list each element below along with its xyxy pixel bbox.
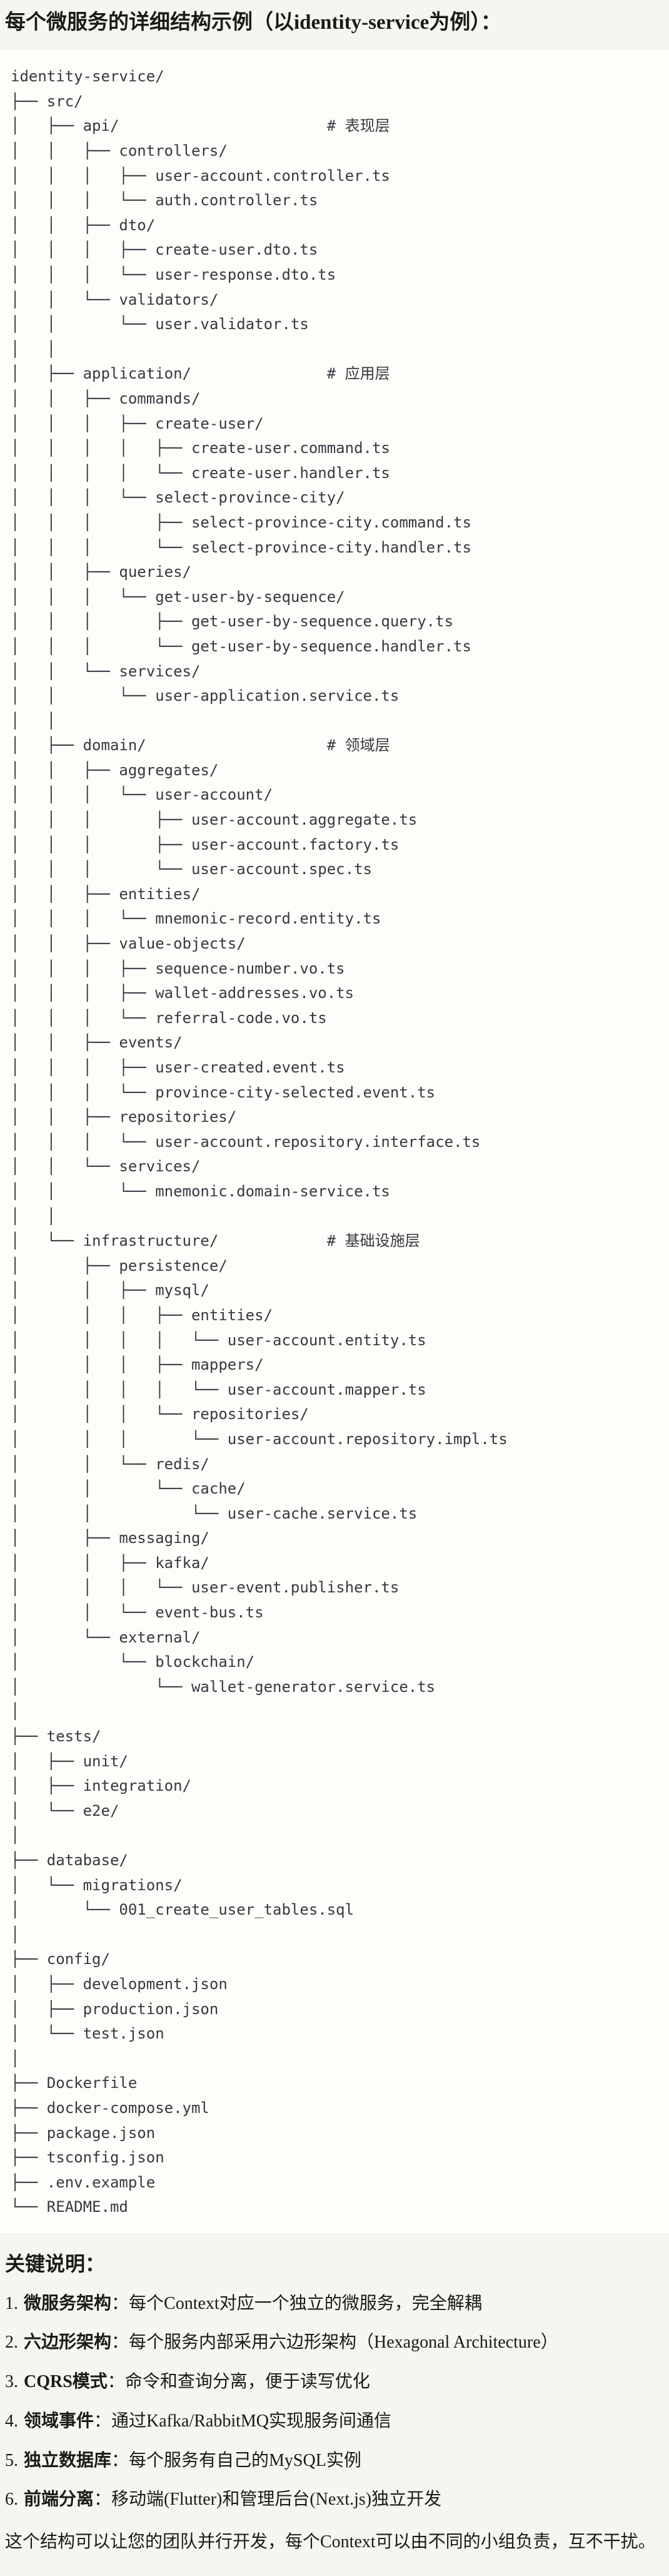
note-colon: ： xyxy=(111,2450,129,2470)
note-item: 5. 独立数据库：每个服务有自己的MySQL实例 xyxy=(5,2447,664,2475)
note-number: 2. xyxy=(5,2333,18,2353)
note-term: 独立数据库 xyxy=(24,2450,112,2470)
page-title: 每个微服务的详细结构示例（以identity-service为例）： xyxy=(5,11,501,34)
directory-tree: identity-service/ ├── src/ │ ├── api/ # … xyxy=(11,68,508,2216)
note-desc: 命令和查询分离，便于读写优化 xyxy=(124,2372,370,2392)
note-desc: 通过Kafka/RabbitMQ实现服务间通信 xyxy=(111,2411,391,2431)
notes-heading: 关键说明： xyxy=(5,2252,106,2275)
note-item: 3. CQRS模式：命令和查询分离，便于读写优化 xyxy=(5,2368,664,2396)
note-number: 3. xyxy=(5,2372,18,2392)
note-item: 6. 前端分离：移动端(Flutter)和管理后台(Next.js)独立开发 xyxy=(5,2486,664,2514)
note-colon: ： xyxy=(111,2293,129,2313)
note-term: CQRS模式 xyxy=(24,2372,108,2392)
note-colon: ： xyxy=(111,2333,129,2353)
note-number: 1. xyxy=(5,2293,18,2313)
note-colon: ： xyxy=(107,2372,125,2392)
note-item: 1. 微服务架构：每个Context对应一个独立的微服务，完全解耦 xyxy=(5,2290,664,2318)
note-desc: 移动端(Flutter)和管理后台(Next.js)独立开发 xyxy=(111,2490,442,2510)
note-term: 微服务架构 xyxy=(24,2293,112,2313)
note-term: 前端分离 xyxy=(24,2490,94,2510)
note-colon: ： xyxy=(94,2490,112,2510)
note-desc: 每个服务内部采用六边形架构（Hexagonal Architecture） xyxy=(129,2333,558,2353)
note-colon: ： xyxy=(94,2411,112,2431)
note-desc: 每个Context对应一个独立的微服务，完全解耦 xyxy=(129,2293,482,2313)
note-item: 2. 六边形架构：每个服务内部采用六边形架构（Hexagonal Architec… xyxy=(5,2329,664,2357)
code-block: identity-service/ ├── src/ │ ├── api/ # … xyxy=(0,49,669,2234)
note-desc: 每个服务有自己的MySQL实例 xyxy=(129,2450,361,2470)
note-term: 领域事件 xyxy=(24,2411,94,2431)
closing-paragraph: 这个结构可以让您的团队并行开发，每个Context可以由不同的小组负责，互不干扰… xyxy=(5,2532,656,2552)
note-item: 4. 领域事件：通过Kafka/RabbitMQ实现服务间通信 xyxy=(5,2408,664,2436)
note-number: 4. xyxy=(5,2411,18,2431)
note-term: 六边形架构 xyxy=(24,2333,112,2353)
note-number: 5. xyxy=(5,2450,18,2470)
note-number: 6. xyxy=(5,2490,18,2510)
